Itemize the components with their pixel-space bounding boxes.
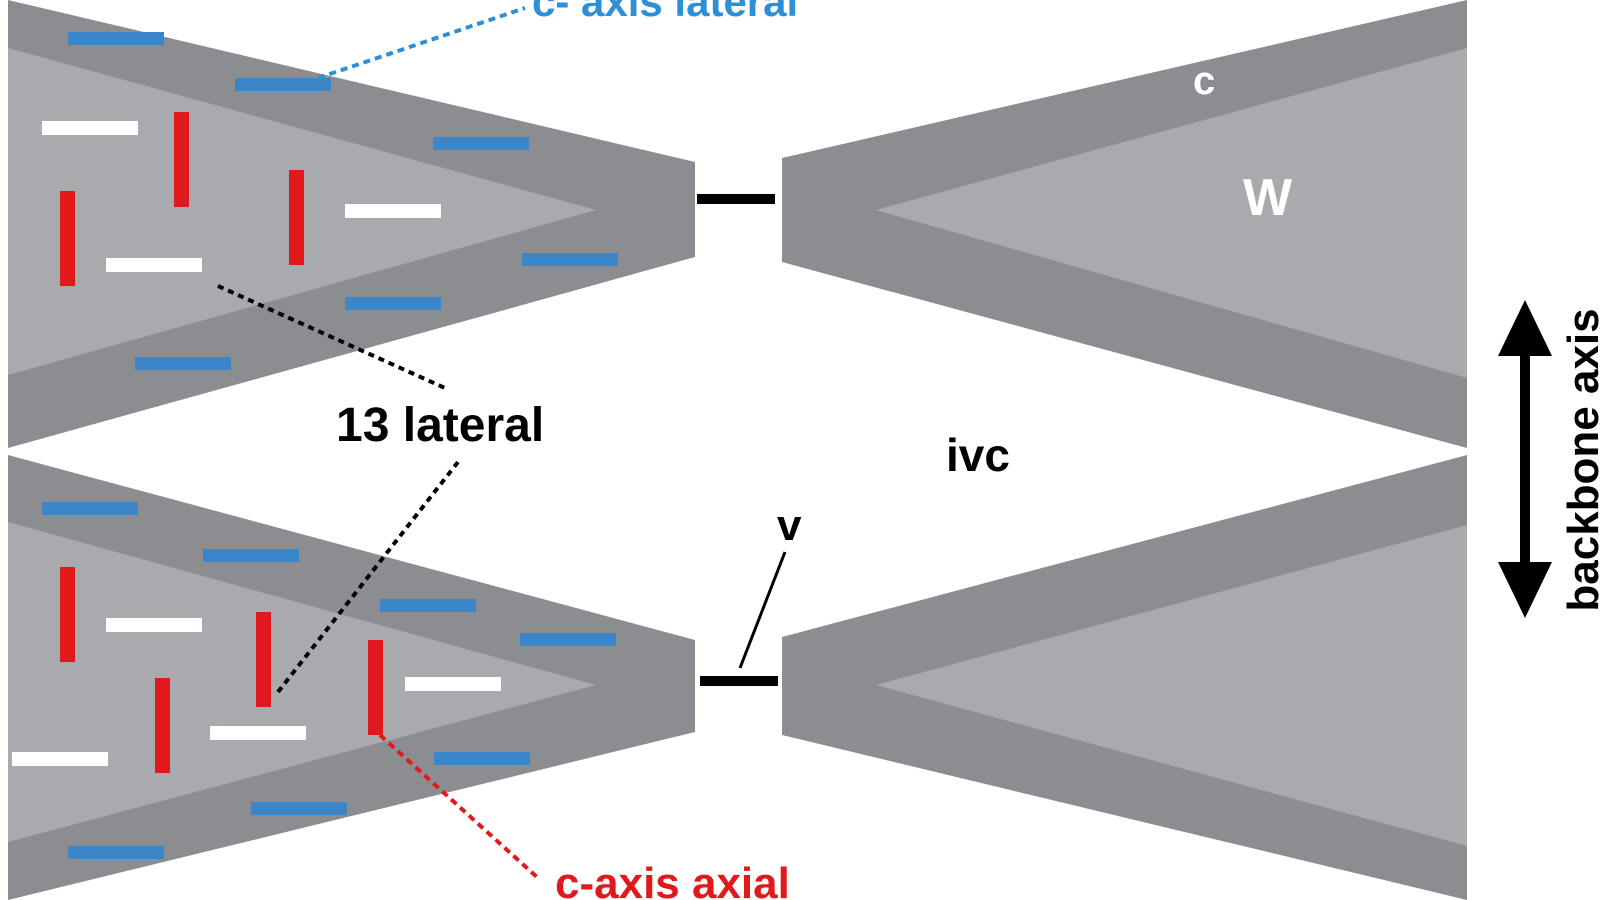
backbone-axis-label: backbone axis (1559, 308, 1600, 611)
lower-blue-bars (42, 502, 616, 859)
red-bar (289, 170, 304, 265)
lower-left-wedge (8, 455, 695, 900)
blue-bar (520, 633, 616, 646)
blue-bar (42, 502, 138, 515)
white-bar (405, 677, 501, 691)
c-layer-label: c (1193, 59, 1215, 103)
lower-red-bars (60, 567, 383, 773)
blue-bar (203, 549, 299, 562)
white-bar (106, 618, 202, 632)
white-bar (345, 204, 441, 218)
upper-right-inner-layer (876, 48, 1467, 378)
v-leader (738, 551, 787, 669)
blue-bar (345, 297, 441, 310)
white-bar (12, 752, 108, 766)
c-axis-lateral-label: c- axis lateral (532, 0, 798, 25)
backbone-arrow-head-down (1498, 562, 1552, 618)
thirteen-lateral-label: 13 lateral (336, 399, 544, 452)
white-bar (210, 726, 306, 740)
upper-blue-bars (68, 32, 618, 370)
thirteen-lateral-leader-lower (276, 460, 460, 694)
blue-bar (68, 32, 164, 45)
upper-right-wedge (782, 0, 1467, 448)
c-axis-axial-label: c-axis axial (555, 859, 790, 900)
upper-red-bars (60, 112, 304, 286)
white-bar (106, 258, 202, 272)
red-bar (60, 567, 75, 662)
backbone-axis-arrow (1498, 300, 1552, 618)
blue-bar (235, 78, 331, 91)
lower-white-bars (12, 618, 501, 766)
upper-white-bars (42, 121, 441, 272)
white-bar (42, 121, 138, 135)
blue-bar (68, 846, 164, 859)
lower-right-inner-layer (876, 525, 1467, 846)
blue-bar (380, 599, 476, 612)
v-label: v (777, 501, 802, 550)
blue-bar (135, 357, 231, 370)
blue-bar (522, 253, 618, 266)
red-bar (155, 678, 170, 773)
blue-bar (433, 137, 529, 150)
red-bar (368, 640, 383, 735)
lower-connector (700, 676, 778, 686)
lateral-blue-leader (317, 6, 526, 80)
upper-left-wedge (8, 0, 695, 448)
blue-bar (434, 752, 530, 765)
backbone-arrow-shaft (1520, 340, 1530, 580)
w-layer-label: W (1243, 169, 1293, 227)
upper-connector (697, 194, 775, 204)
lower-right-wedge (782, 455, 1467, 900)
thirteen-lateral-leader-upper (217, 284, 446, 390)
blue-bar (251, 802, 347, 815)
backbone-arrow-head-up (1498, 300, 1552, 356)
red-bar (60, 191, 75, 286)
ivc-label: ivc (946, 429, 1010, 481)
red-bar (256, 612, 271, 707)
red-bar (174, 112, 189, 207)
